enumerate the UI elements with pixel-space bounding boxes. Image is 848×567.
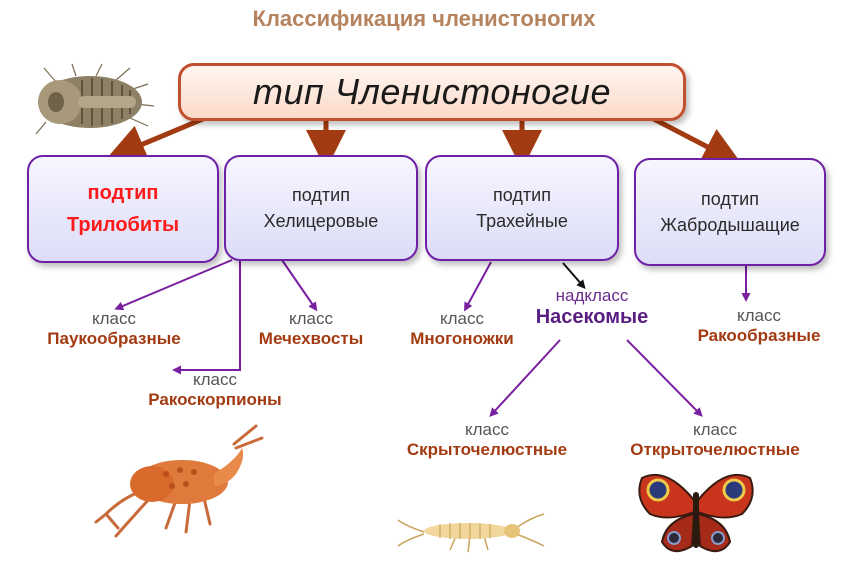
subtype-box-traheynye: подтип Трахейные <box>425 155 619 261</box>
class-rakoobraznye: класс Ракообразные <box>676 306 842 346</box>
subtype-box-trilobity: подтип Трилобиты <box>27 155 219 263</box>
type-to-subtype-arrows <box>105 113 743 170</box>
superclass-name: Насекомые <box>535 306 649 328</box>
subtype-word: подтип <box>701 189 759 209</box>
subtype-box-helicerovye: подтип Хелицеровые <box>224 155 418 261</box>
subtype-box-zhabrodyshashchie: подтип Жабродышащие <box>634 158 826 266</box>
class-mnogonozhki: класс Многоножки <box>388 309 536 349</box>
bristletail-insect-image <box>397 513 545 553</box>
arrow-to-otkrytochelyustnye <box>626 339 703 417</box>
arrow-to-zhabrodyshashchie <box>646 113 743 166</box>
subtype-name: Хелицеровые <box>263 211 379 231</box>
arrow-to-mechekhvosty <box>281 259 318 312</box>
class-name: Многоножки <box>410 329 514 348</box>
class-name: Ракообразные <box>697 326 821 345</box>
class-name: Паукообразные <box>47 329 181 348</box>
sea-scorpion-image <box>94 424 264 538</box>
class-mechekhvosty: класс Мечехвосты <box>236 309 386 349</box>
subtype-name: Трилобиты <box>66 214 180 236</box>
class-arrows <box>114 259 751 417</box>
class-word: класс <box>692 420 737 439</box>
arrow-to-skrytochelyustnye <box>489 339 561 417</box>
superclass-word: надкласс <box>555 286 629 305</box>
class-otkrytochelyustnye: класс Открыточелюстные <box>604 420 826 460</box>
class-name: Открыточелюстные <box>630 440 800 459</box>
class-word: класс <box>464 420 509 439</box>
type-label: тип Членистоногие <box>253 71 611 112</box>
arrow-to-nasekomye <box>562 262 586 290</box>
superclass-nasekomye: надкласс Насекомые <box>512 286 672 329</box>
subtype-word: подтип <box>292 185 350 205</box>
butterfly-image <box>638 473 754 553</box>
class-rakoskorpiony: класс Ракоскорпионы <box>122 370 308 410</box>
class-name: Мечехвосты <box>258 329 364 348</box>
class-word: класс <box>192 370 237 389</box>
arrow-to-trilobity <box>105 113 211 163</box>
class-word: класс <box>91 309 136 328</box>
class-word: класс <box>439 309 484 328</box>
class-word: класс <box>288 309 333 328</box>
class-word: класс <box>736 306 781 325</box>
subtype-word: подтип <box>493 185 551 205</box>
arrow-to-mnogonozhki <box>464 261 492 312</box>
subtype-word: подтип <box>87 182 159 204</box>
arrow-to-rakoskorpiony <box>172 260 241 375</box>
class-name: Скрыточелюстные <box>406 440 568 459</box>
trilobite-image <box>35 63 155 135</box>
page-title: Классификация членистоногих <box>252 6 596 31</box>
subtype-name: Трахейные <box>476 211 568 231</box>
class-skrytochelyustnye: класс Скрыточелюстные <box>382 420 592 460</box>
class-name: Ракоскорпионы <box>148 390 282 409</box>
type-box: тип Членистоногие <box>178 63 686 121</box>
arrow-to-paukoobraznye <box>114 259 233 311</box>
class-paukoobraznye: класс Паукообразные <box>14 309 214 349</box>
subtype-name: Жабродышащие <box>660 215 800 235</box>
